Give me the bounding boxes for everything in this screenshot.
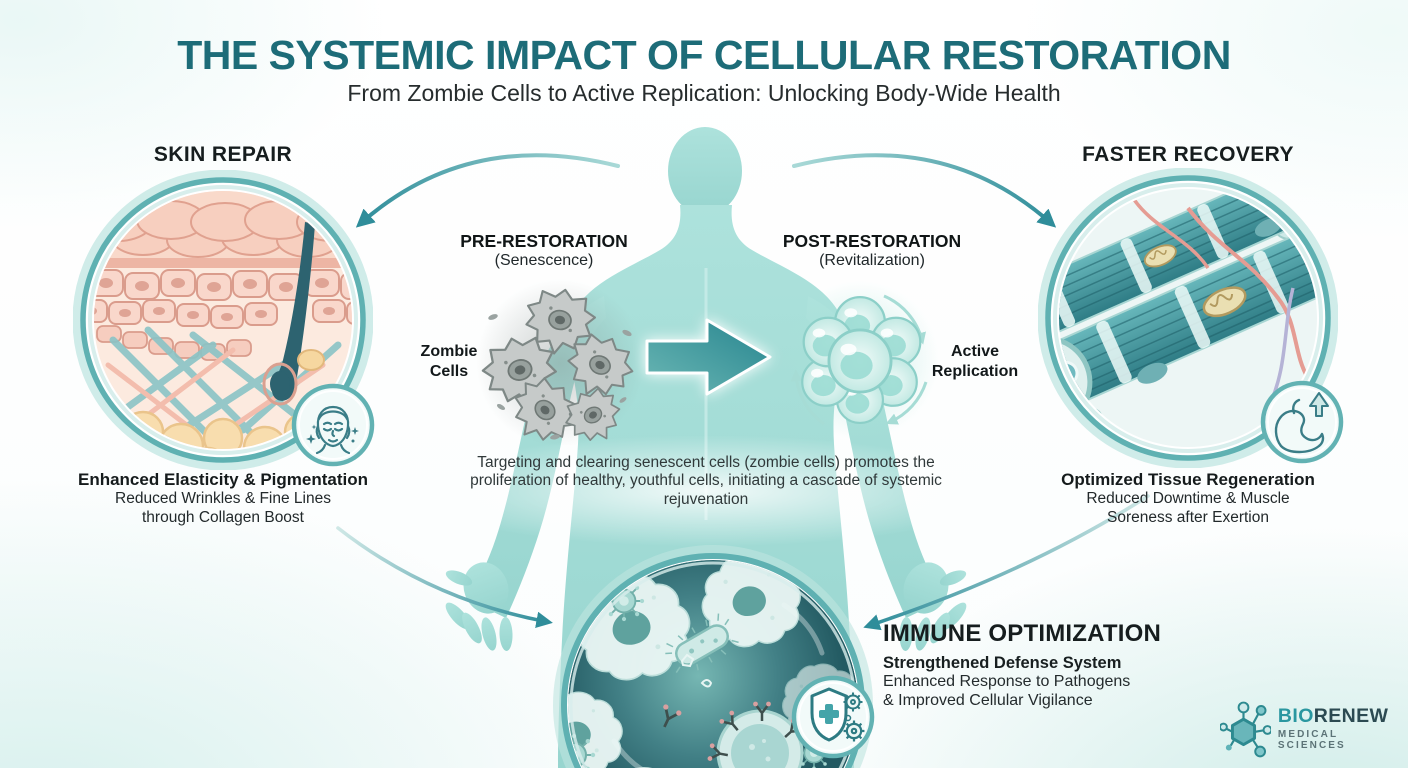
immune-caption-bold: Strengthened Defense System bbox=[883, 654, 1122, 672]
immune-text-block: IMMUNE OPTIMIZATION Strengthened Defense… bbox=[883, 620, 1213, 711]
bacterium bbox=[665, 613, 739, 673]
hair-follicle bbox=[272, 222, 315, 401]
active-replication-label: Active Replication bbox=[931, 343, 1019, 380]
skin-caption: Enhanced Elasticity & Pigmentation Reduc… bbox=[58, 470, 388, 527]
immune-heading: IMMUNE OPTIMIZATION bbox=[883, 620, 1161, 647]
immune-optimization-circle bbox=[552, 543, 874, 768]
transition-right-arrow-icon bbox=[645, 318, 772, 396]
post-restoration-label: POST-RESTORATION (Revitalization) bbox=[747, 231, 997, 270]
arrow-to-immune-right bbox=[863, 494, 1150, 631]
page-title: THE SYSTEMIC IMPACT OF CELLULAR RESTORAT… bbox=[177, 32, 1231, 78]
faster-recovery-circle bbox=[1038, 168, 1338, 468]
center-description: Targeting and clearing senescent cells (… bbox=[470, 454, 942, 508]
immune-cells-illustration bbox=[553, 545, 873, 768]
skin-repair-circle bbox=[73, 170, 373, 470]
zombie-cells-illustration bbox=[475, 279, 644, 445]
arrow-to-skin-repair bbox=[355, 153, 620, 228]
brand-renew: RENEW bbox=[1313, 704, 1389, 727]
face-sparkles-icon bbox=[306, 405, 359, 455]
brand-bio: BIO bbox=[1277, 704, 1314, 727]
skin-cross-section-illustration bbox=[73, 170, 373, 470]
post-restoration-subheading: (Revitalization) bbox=[819, 252, 925, 269]
recovery-caption-bold: Optimized Tissue Regeneration bbox=[1061, 470, 1315, 489]
brand-wordmark: BIORENEW MEDICAL SCIENCES bbox=[1277, 704, 1408, 752]
skin-caption-bold: Enhanced Elasticity & Pigmentation bbox=[77, 470, 368, 489]
shield-cross-icon bbox=[810, 687, 865, 742]
skin-repair-heading: SKIN REPAIR bbox=[153, 143, 293, 166]
brand-tagline: MEDICAL SCIENCES bbox=[1277, 729, 1346, 752]
sebaceous-gland bbox=[297, 349, 325, 371]
pre-restoration-label: PRE-RESTORATION (Senescence) bbox=[419, 231, 669, 270]
skin-badge bbox=[291, 383, 375, 467]
molecule-icon bbox=[1220, 701, 1271, 758]
page-subtitle: From Zombie Cells to Active Replication:… bbox=[347, 80, 1061, 106]
pre-restoration-heading: PRE-RESTORATION bbox=[460, 231, 628, 251]
muscle-fibers-illustration bbox=[1038, 168, 1338, 468]
active-replication-illustration bbox=[781, 281, 939, 438]
recovery-caption: Optimized Tissue Regeneration Reduced Do… bbox=[1023, 470, 1353, 527]
zombie-cells-label: Zombie Cells bbox=[420, 343, 478, 380]
recovery-badge bbox=[1260, 380, 1344, 464]
immune-badge bbox=[791, 675, 875, 759]
zombie-debris bbox=[488, 314, 632, 440]
description-backdrop bbox=[416, 436, 996, 546]
arrow-to-faster-recovery bbox=[792, 153, 1057, 228]
bicep-up-arrow-icon bbox=[1274, 392, 1329, 454]
arrow-to-immune-left bbox=[336, 526, 553, 629]
brand-logo: BIORENEW MEDICAL SCIENCES bbox=[1220, 700, 1408, 758]
pre-restoration-subheading: (Senescence) bbox=[494, 252, 594, 269]
faster-recovery-heading: FASTER RECOVERY bbox=[1082, 143, 1294, 166]
post-restoration-heading: POST-RESTORATION bbox=[782, 231, 962, 251]
